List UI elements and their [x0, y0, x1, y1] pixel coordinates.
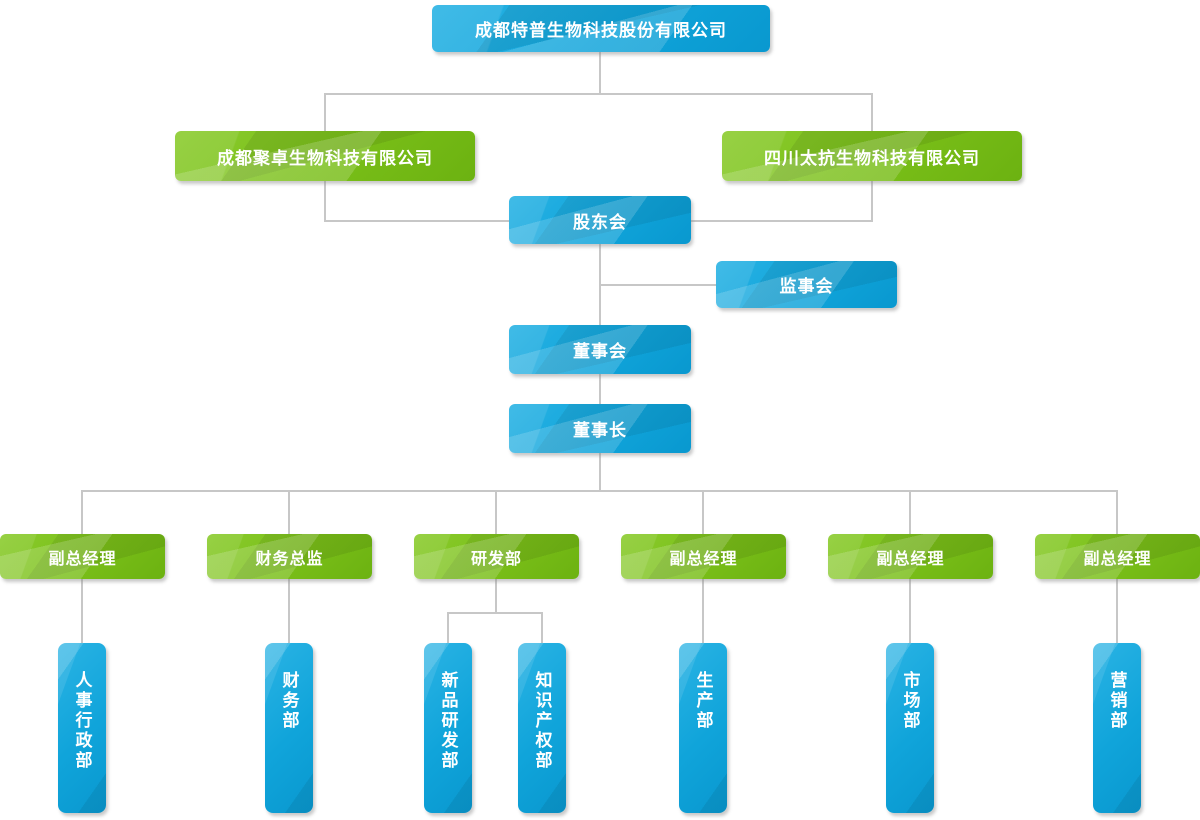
- node-label: 研发部: [470, 550, 522, 568]
- hr-admin-dept-node: 人事行政部: [58, 643, 106, 813]
- connector-line: [324, 220, 510, 222]
- subsidiary-node-left: 成都聚卓生物科技有限公司: [175, 131, 475, 181]
- connector-line: [702, 490, 704, 535]
- connector-line: [447, 612, 449, 644]
- node-label: 成都聚卓生物科技有限公司: [217, 148, 433, 168]
- connector-line: [495, 490, 497, 535]
- finance-director-node: 财务总监: [207, 534, 372, 579]
- supervisory-board-node: 监事会: [716, 261, 897, 308]
- market-dept-node: 市场部: [886, 643, 934, 813]
- production-dept-node: 生产部: [679, 643, 727, 813]
- vice-gm-node-3: 副总经理: [828, 534, 993, 579]
- node-label: 副总经理: [1083, 550, 1152, 568]
- connector-line: [702, 579, 704, 644]
- vice-gm-node-1: 副总经理: [0, 534, 165, 579]
- connector-line: [81, 579, 83, 644]
- connector-line: [1116, 490, 1118, 535]
- connector-line: [81, 490, 1118, 492]
- node-label: 生产部: [693, 671, 713, 731]
- node-label: 市场部: [900, 671, 920, 731]
- connector-line: [599, 453, 601, 492]
- node-label: 董事长: [573, 421, 627, 440]
- vice-gm-node-2: 副总经理: [621, 534, 786, 579]
- connector-line: [909, 490, 911, 535]
- connector-line: [599, 52, 601, 95]
- connector-line: [324, 93, 873, 95]
- connector-line: [1116, 579, 1118, 644]
- connector-line: [447, 612, 543, 614]
- ip-dept-node: 知识产权部: [518, 643, 566, 813]
- node-label: 四川太抗生物科技有限公司: [764, 148, 980, 168]
- vice-gm-node-4: 副总经理: [1035, 534, 1200, 579]
- sales-dept-node: 营销部: [1093, 643, 1141, 813]
- node-label: 财务总监: [255, 550, 324, 568]
- finance-dept-node: 财务部: [265, 643, 313, 813]
- connector-line: [599, 374, 601, 405]
- shareholders-meeting-node: 股东会: [509, 196, 691, 244]
- new-product-rd-dept-node: 新品研发部: [424, 643, 472, 813]
- node-label: 知识产权部: [532, 671, 552, 771]
- connector-line: [690, 220, 873, 222]
- node-label: 股东会: [573, 212, 627, 232]
- connector-line: [600, 284, 716, 286]
- node-label: 营销部: [1107, 671, 1127, 731]
- connector-line: [541, 612, 543, 644]
- chairman-node: 董事长: [509, 404, 691, 453]
- company-root-node: 成都特普生物科技股份有限公司: [432, 5, 770, 52]
- node-label: 财务部: [279, 671, 299, 731]
- node-label: 监事会: [779, 277, 834, 296]
- subsidiary-node-right: 四川太抗生物科技有限公司: [722, 131, 1022, 181]
- connector-line: [288, 490, 290, 535]
- node-label: 董事会: [573, 342, 627, 361]
- node-label: 新品研发部: [438, 671, 458, 771]
- rd-dept-head-node: 研发部: [414, 534, 579, 579]
- node-label: 副总经理: [669, 550, 738, 568]
- connector-line: [81, 490, 83, 535]
- node-label: 副总经理: [876, 550, 945, 568]
- node-label: 副总经理: [48, 550, 117, 568]
- connector-line: [909, 579, 911, 644]
- node-label: 人事行政部: [72, 671, 92, 771]
- board-of-directors-node: 董事会: [509, 325, 691, 374]
- connector-line: [288, 579, 290, 644]
- connector-line: [495, 579, 497, 613]
- node-label: 成都特普生物科技股份有限公司: [475, 21, 727, 40]
